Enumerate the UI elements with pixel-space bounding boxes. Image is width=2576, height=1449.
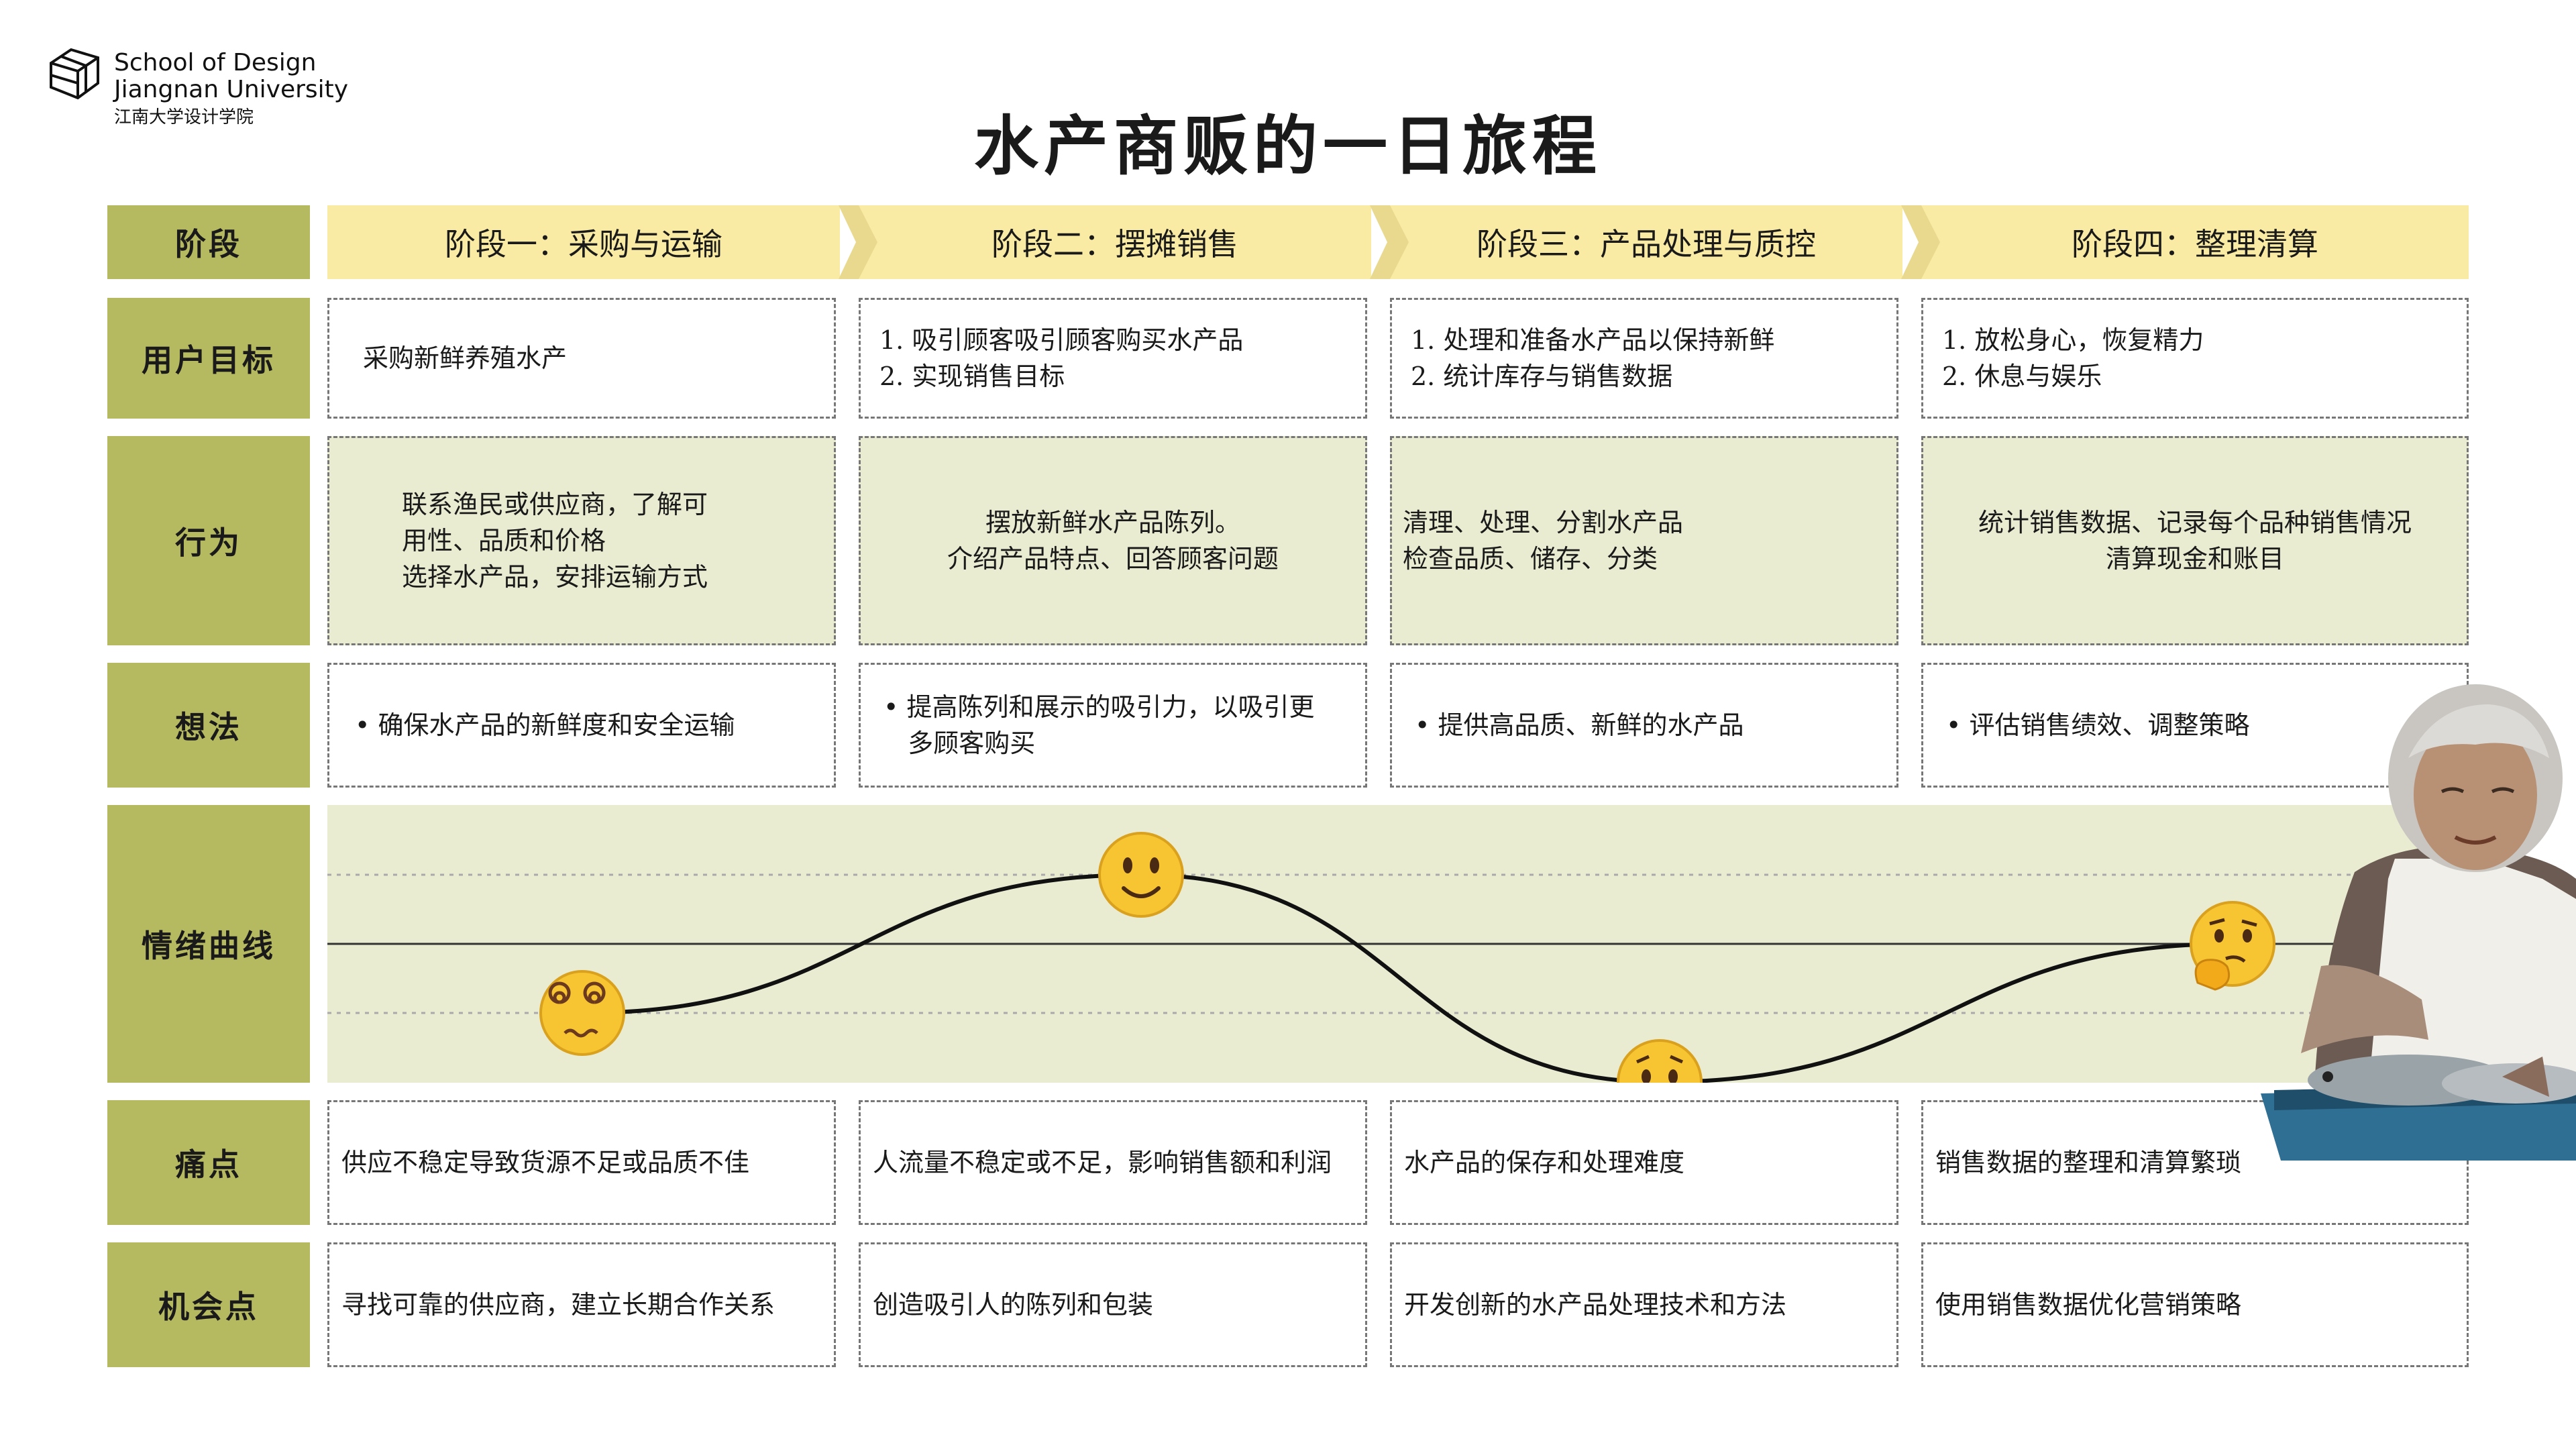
opportunity-cell-1: 寻找可靠的供应商，建立长期合作关系 [327, 1242, 836, 1367]
thought-line: 多顾客购买 [883, 729, 1036, 758]
row-label-behavior: 行为 [107, 436, 310, 645]
goal-line: 1. 放松身心，恢复精力 [1942, 325, 2204, 355]
behavior-line: 摆放新鲜水产品陈列。 [985, 508, 1240, 537]
goal-cell-2: 1. 吸引顾客吸引顾客购买水产品 2. 实现销售目标 [859, 298, 1367, 419]
pain-cell-2: 人流量不稳定或不足，影响销售额和利润 [859, 1100, 1367, 1225]
persona-vendor-illustration [2261, 684, 2576, 1161]
opportunity-cell-4: 使用销售数据优化营销策略 [1921, 1242, 2469, 1367]
pain-text: 水产品的保存和处理难度 [1404, 1148, 1685, 1177]
chevron-arrow-icon [1370, 205, 1409, 279]
chevron-arrow-icon [839, 205, 877, 279]
behavior-cell-4: 统计销售数据、记录每个品种销售情况 清算现金和账目 [1921, 436, 2469, 645]
goal-line: 2. 实现销售目标 [879, 362, 1065, 391]
behavior-line: 选择水产品，安排运输方式 [402, 562, 708, 592]
opportunity-text: 创造吸引人的陈列和包装 [873, 1290, 1154, 1320]
row-label-opportunity: 机会点 [107, 1242, 310, 1367]
opportunity-cell-2: 创造吸引人的陈列和包装 [859, 1242, 1367, 1367]
logo-university-name: Jiangnan University [114, 76, 349, 103]
page-title: 水产商贩的一日旅程 [974, 108, 1602, 184]
behavior-line: 用性、品质和价格 [402, 526, 606, 555]
stage-header-1: 阶段一：采购与运输 [327, 205, 840, 279]
pain-text: 供应不稳定导致货源不足或品质不佳 [341, 1148, 750, 1177]
logo-school-name: School of Design [114, 49, 317, 76]
emotion-curve-line [582, 872, 2233, 1083]
opportunity-text: 开发创新的水产品处理技术和方法 [1404, 1290, 1787, 1320]
sad-sweat-face-icon [1617, 1039, 1703, 1083]
goal-cell-1: 采购新鲜养殖水产 [327, 298, 836, 419]
behavior-line: 清理、处理、分割水产品 [1403, 508, 1684, 537]
goal-line: 采购新鲜养殖水产 [363, 343, 568, 373]
smiling-face-icon [1098, 832, 1184, 918]
stage-header-2: 阶段二：摆摊销售 [859, 205, 1371, 279]
pain-text: 销售数据的整理和清算繁琐 [1935, 1148, 2242, 1177]
thought-line: • 确保水产品的新鲜度和安全运输 [355, 710, 735, 740]
behavior-line: 检查品质、储存、分类 [1403, 544, 1658, 574]
row-label-thoughts: 想法 [107, 663, 310, 788]
emotion-curve-chart [327, 805, 2469, 1083]
goal-line: 2. 统计库存与销售数据 [1411, 362, 1673, 391]
row-label-emotion: 情绪曲线 [107, 805, 310, 1083]
goal-line: 2. 休息与娱乐 [1942, 362, 2102, 391]
goal-cell-3: 1. 处理和准备水产品以保持新鲜 2. 统计库存与销售数据 [1390, 298, 1898, 419]
goal-line: 1. 处理和准备水产品以保持新鲜 [1411, 325, 1775, 355]
pain-cell-3: 水产品的保存和处理难度 [1390, 1100, 1898, 1225]
row-label-pain: 痛点 [107, 1100, 310, 1225]
thought-line: • 提高陈列和展示的吸引力，以吸引更 [883, 692, 1315, 722]
thought-cell-3: • 提供高品质、新鲜的水产品 [1390, 663, 1898, 788]
behavior-line: 清算现金和账目 [2105, 544, 2284, 574]
thought-line: • 提供高品质、新鲜的水产品 [1415, 710, 1744, 740]
opportunity-text: 寻找可靠的供应商，建立长期合作关系 [341, 1290, 775, 1320]
row-label-goal: 用户目标 [107, 298, 310, 419]
goal-line: 1. 吸引顾客吸引顾客购买水产品 [879, 325, 1244, 355]
behavior-line: 统计销售数据、记录每个品种销售情况 [1978, 508, 2412, 537]
thought-cell-4: • 评估销售绩效、调整策略 [1921, 663, 2469, 788]
opportunity-cell-3: 开发创新的水产品处理技术和方法 [1390, 1242, 1898, 1367]
thought-cell-1: • 确保水产品的新鲜度和安全运输 [327, 663, 836, 788]
pain-text: 人流量不稳定或不足，影响销售额和利润 [873, 1148, 1332, 1177]
opportunity-text: 使用销售数据优化营销策略 [1935, 1290, 2242, 1320]
logo-chinese-name: 江南大学设计学院 [114, 107, 254, 127]
thought-line: • 评估销售绩效、调整策略 [1946, 710, 2250, 740]
row-label-stage: 阶段 [107, 205, 310, 279]
behavior-cell-2: 摆放新鲜水产品陈列。 介绍产品特点、回答顾客问题 [859, 436, 1367, 645]
chevron-arrow-icon [1901, 205, 1940, 279]
behavior-cell-3: 清理、处理、分割水产品 检查品质、储存、分类 [1390, 436, 1898, 645]
stage-header-4: 阶段四：整理清算 [1921, 205, 2469, 279]
thought-cell-2: • 提高陈列和展示的吸引力，以吸引更 多顾客购买 [859, 663, 1367, 788]
logo-mark-icon [50, 48, 99, 100]
behavior-cell-1: 联系渔民或供应商，了解可 用性、品质和价格 选择水产品，安排运输方式 [327, 436, 836, 645]
thinking-face-icon [2190, 901, 2275, 991]
pain-cell-1: 供应不稳定导致货源不足或品质不佳 [327, 1100, 836, 1225]
dizzy-face-icon [539, 970, 625, 1056]
goal-cell-4: 1. 放松身心，恢复精力 2. 休息与娱乐 [1921, 298, 2469, 419]
stage-header-3: 阶段三：产品处理与质控 [1390, 205, 1902, 279]
behavior-line: 联系渔民或供应商，了解可 [402, 490, 708, 519]
behavior-line: 介绍产品特点、回答顾客问题 [947, 544, 1279, 574]
